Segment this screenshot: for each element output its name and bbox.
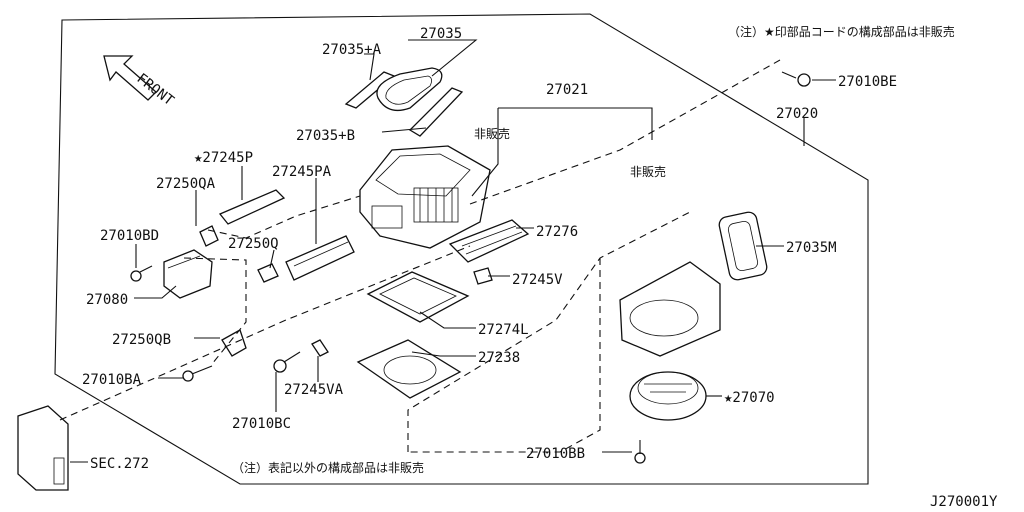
label-27035-plus-a: 27035+A bbox=[322, 42, 382, 58]
dashed-line-right bbox=[469, 59, 781, 205]
not-sold-label-1: 非販売 bbox=[474, 126, 510, 141]
label-27245p: ★27245P bbox=[194, 150, 253, 166]
leader-27035b bbox=[381, 127, 427, 133]
blower-motor-27070 bbox=[629, 371, 707, 421]
air-filter-27274l bbox=[366, 271, 470, 323]
label-27250qb: 27250QB bbox=[112, 332, 171, 348]
label-27035: 27035 bbox=[420, 26, 462, 42]
dashed-line-blower bbox=[408, 258, 601, 453]
seal-27035-plus-b bbox=[408, 87, 464, 137]
label-27245pa: 27245PA bbox=[272, 164, 332, 180]
seal-27035 bbox=[376, 67, 443, 112]
label-27238: 27238 bbox=[478, 350, 520, 366]
fastener-27245va bbox=[311, 339, 329, 357]
grille-27276 bbox=[448, 219, 530, 263]
blower-housing-27020 bbox=[619, 261, 721, 357]
bottom-note: （注）表記以外の構成部品は非販売 bbox=[232, 460, 424, 475]
label-27245v: 27245V bbox=[512, 272, 563, 288]
label-27070: ★27070 bbox=[724, 390, 775, 406]
leader-27274l bbox=[419, 311, 476, 329]
clip-27250qa bbox=[199, 225, 219, 247]
bracket-27250qb bbox=[221, 329, 247, 357]
filter-27245pa bbox=[285, 235, 355, 281]
label-27010bd: 27010BD bbox=[100, 228, 159, 244]
leader-27035 bbox=[408, 39, 478, 77]
dashed-line-bottom bbox=[407, 211, 691, 452]
label-27035-plus-b: 27035+B bbox=[296, 128, 355, 144]
screw-27010bc-icon bbox=[273, 351, 301, 373]
label-27035m: 27035M bbox=[786, 240, 837, 256]
leader-27080 bbox=[134, 285, 177, 299]
filter-27245p bbox=[218, 189, 286, 225]
front-arrow-icon bbox=[103, 55, 157, 101]
leader-27238 bbox=[411, 351, 476, 357]
leader-27021-case bbox=[471, 108, 499, 197]
label-27276: 27276 bbox=[536, 224, 578, 240]
label-27250q: 27250Q bbox=[228, 236, 279, 252]
dashed-line-upper bbox=[207, 195, 361, 239]
sec272-unit bbox=[17, 405, 69, 491]
label-27010ba: 27010BA bbox=[82, 372, 142, 388]
cover-27238 bbox=[356, 339, 462, 399]
screw-27010bd-icon bbox=[130, 265, 153, 282]
intake-case-27021 bbox=[359, 145, 491, 249]
screw-27010ba-icon bbox=[182, 365, 213, 382]
label-27021: 27021 bbox=[546, 82, 588, 98]
seal-27035m bbox=[718, 211, 768, 281]
screw-27010be-icon bbox=[781, 71, 811, 87]
clip-27250q bbox=[257, 263, 279, 283]
label-27010bc: 27010BC bbox=[232, 416, 291, 432]
clip-27245v bbox=[473, 267, 493, 285]
diagram-id: J270001Y bbox=[930, 494, 998, 510]
label-27250qa: 27250QA bbox=[156, 176, 216, 192]
label-27010bb: 27010BB bbox=[526, 446, 585, 462]
leader-27250q bbox=[269, 249, 275, 269]
not-sold-label-2: 非販売 bbox=[630, 164, 666, 179]
label-27010be: 27010BE bbox=[838, 74, 897, 90]
top-note: （注）★印部品コードの構成部品は非販売 bbox=[728, 24, 955, 39]
assembly-boundary bbox=[54, 13, 869, 485]
leader-27021 bbox=[498, 107, 653, 140]
label-27274l: 27274L bbox=[478, 322, 529, 338]
label-27020: 27020 bbox=[776, 106, 818, 122]
label-27245va: 27245VA bbox=[284, 382, 344, 398]
screw-27010bb-icon bbox=[634, 440, 646, 464]
label-27080: 27080 bbox=[86, 292, 128, 308]
label-sec272: SEC.272 bbox=[90, 456, 149, 472]
leader-27035a bbox=[364, 53, 375, 81]
